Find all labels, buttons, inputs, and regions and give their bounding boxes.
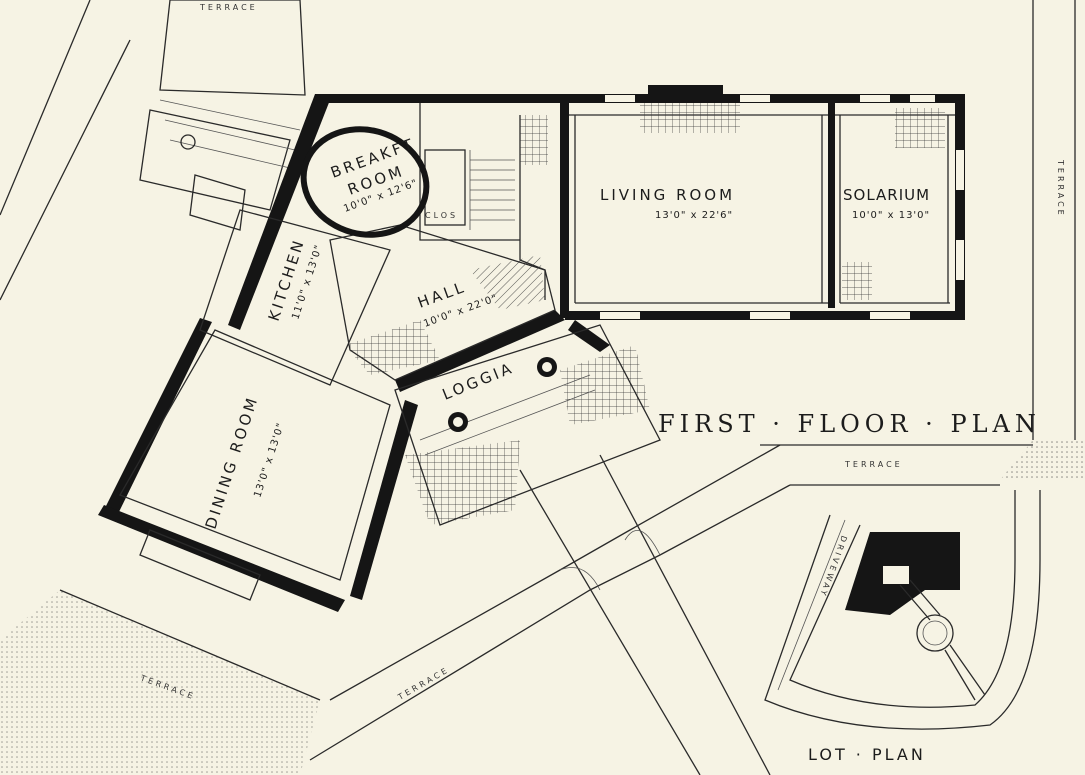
room-dining: DINING ROOM 13'0" x 13'0"	[202, 393, 287, 531]
dining-bay	[139, 529, 261, 601]
windows	[600, 95, 964, 319]
terrace-right: TERRACE	[1000, 0, 1085, 480]
room-solarium: SOLARIUM 10'0" x 13'0"	[843, 186, 930, 221]
entry-stair	[139, 0, 306, 231]
closet-label: CLOS	[425, 211, 458, 220]
solarium-label: SOLARIUM	[843, 186, 930, 204]
tiled-areas	[345, 103, 945, 525]
room-breakfast: BREAKFT ROOM 10'0" x 12'6"	[328, 134, 419, 214]
lot-plan-inset: DRIVEWAY LOT · PLAN	[764, 490, 1041, 764]
terrace-label-upper: TERRACE	[199, 3, 258, 12]
dining-room-label: DINING ROOM	[202, 393, 262, 531]
living-room-dims: 13'0" x 22'6"	[655, 210, 733, 221]
breakfast-room-oval	[300, 126, 430, 238]
terrace-label-right: TERRACE	[1056, 159, 1065, 218]
room-living: LIVING ROOM 13'0" x 22'6"	[600, 186, 735, 221]
terrace-lower-right: TERRACE	[760, 444, 1033, 486]
first-floor-plan-title: FIRST · FLOOR · PLAN	[658, 410, 1041, 438]
living-room-label: LIVING ROOM	[600, 186, 735, 204]
dining-room-dims: 13'0" x 13'0"	[252, 421, 287, 499]
solarium-dims: 10'0" x 13'0"	[852, 210, 930, 221]
room-kitchen: KITCHEN 11'0" x 13'0"	[265, 236, 325, 323]
terrace-upper-left: TERRACE	[0, 0, 258, 301]
terrace-label-front: TERRACE	[844, 460, 903, 469]
terrace-label-walk: TERRACE	[396, 665, 451, 702]
lot-plan-title: LOT · PLAN	[808, 745, 926, 764]
terrace-lower-left: TERRACE	[0, 589, 321, 775]
driveway-label: DRIVEWAY	[818, 534, 849, 599]
loggia-floor	[394, 324, 661, 526]
